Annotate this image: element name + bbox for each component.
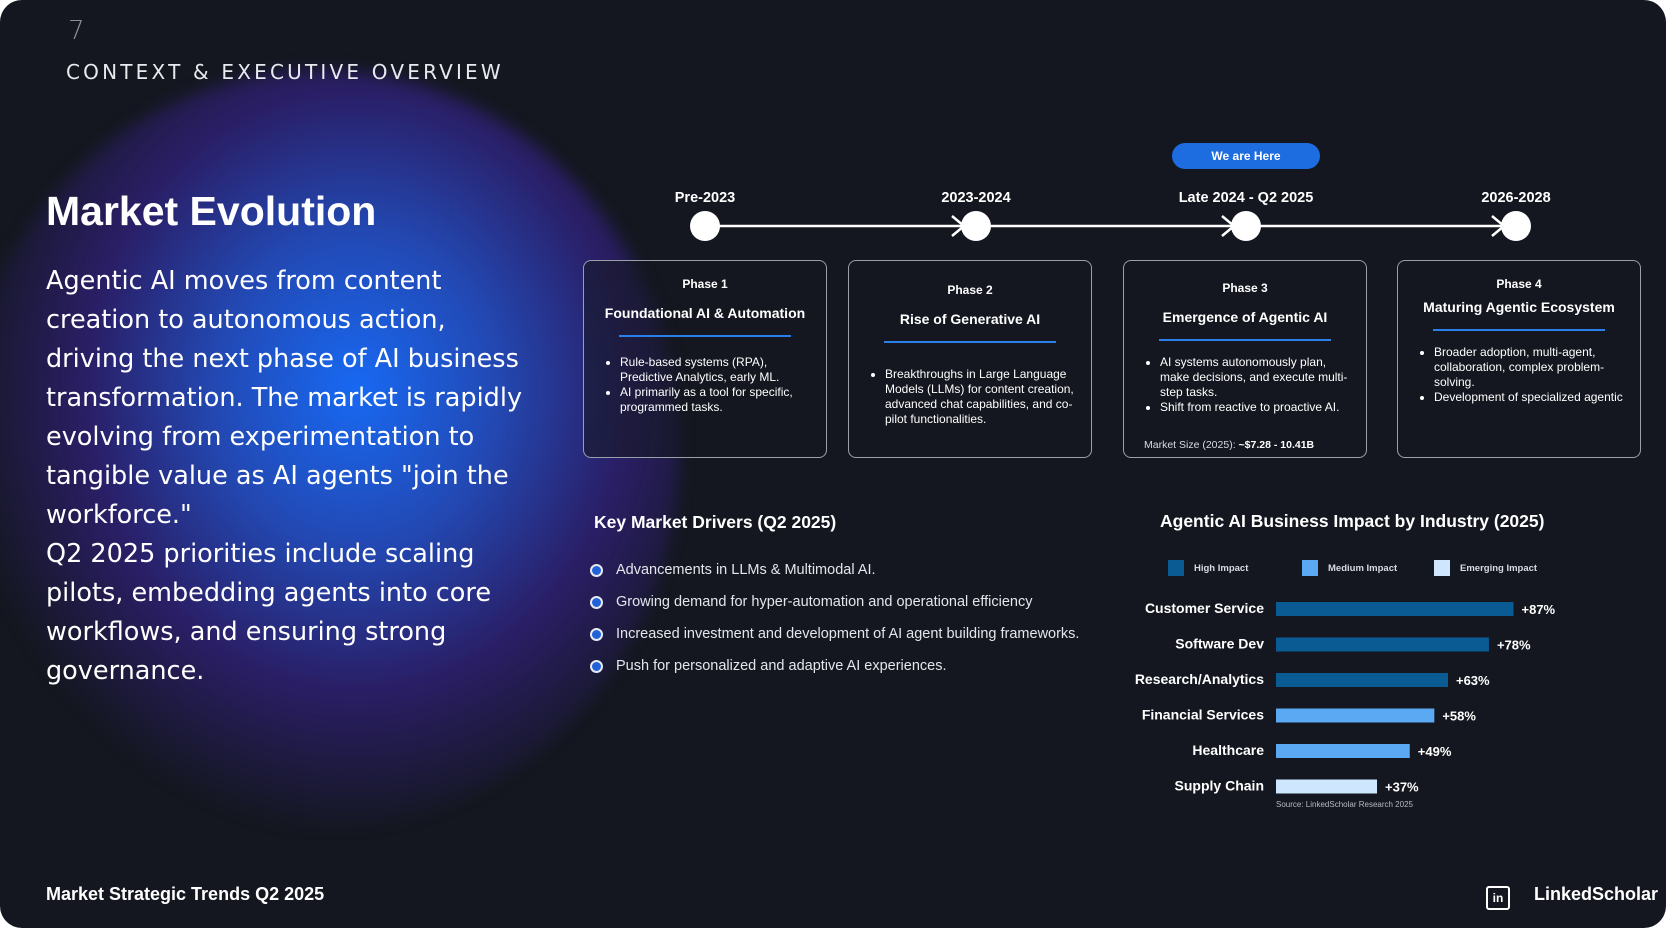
bar [1276,708,1435,723]
value-label: +58% [1442,709,1476,724]
bullet-item: Broader adoption, multi-agent, collabora… [1434,345,1628,390]
timeline-node [1231,211,1261,241]
phase-bullets: AI systems autonomously plan, make decis… [1146,355,1354,415]
legend-label: Emerging Impact [1460,562,1538,574]
phase-card-4: Phase 4 Maturing Agentic Ecosystem Broad… [1397,260,1641,458]
legend-label: High Impact [1194,562,1249,574]
bullet-item: Breakthroughs in Large Language Models (… [885,367,1079,427]
period-label: Pre-2023 [674,190,736,206]
phase-bullets: Rule-based systems (RPA), Predictive Ana… [606,355,814,415]
chart-source: Source: LinkedScholar Research 2025 [1276,800,1413,809]
category-label: Customer Service [1145,600,1264,616]
divider [884,341,1056,343]
value-label: +87% [1522,602,1556,617]
timeline-track [690,211,1531,241]
legend-item-medium: Medium Impact [1302,560,1397,576]
phase-bullets: Breakthroughs in Large Language Models (… [871,367,1079,427]
bullet-item: AI primarily as a tool for specific, pro… [620,385,814,415]
bullet-item: Development of specialized agentic [1434,390,1628,405]
legend-swatch [1168,560,1184,576]
intro-paragraph-2: Q2 2025 priorities include scaling pilot… [46,539,492,686]
phase-card-3: Phase 3 Emergence of Agentic AI AI syste… [1123,260,1367,458]
legend-item-emerging: Emerging Impact [1434,560,1537,576]
chart-title: Agentic AI Business Impact by Industry (… [1160,511,1545,531]
phase-label: Phase 1 [682,277,728,291]
category-label: Supply Chain [1175,778,1264,794]
bullet-item: Rule-based systems (RPA), Predictive Ana… [620,355,814,385]
phase-label: Phase 4 [1496,277,1542,291]
divider [1159,339,1331,341]
timeline-node [1501,211,1531,241]
driver-text: Advancements in LLMs & Multimodal AI. [616,562,876,578]
bar [1276,602,1514,616]
timeline: We are Here Pre-2023 2023-2024 Late 2024… [560,140,1660,470]
divider [1433,329,1605,331]
driver-text: Increased investment and development of … [616,626,1080,642]
period-label: 2026-2028 [1481,190,1551,206]
legend-label: Medium Impact [1328,562,1398,574]
category-label: Software Dev [1175,636,1264,652]
value-label: +49% [1418,744,1452,759]
phase-card-1: Phase 1 Foundational AI & Automation Rul… [583,260,827,458]
page-number: 7 [68,16,85,46]
brand-name: LinkedScholar [1534,884,1659,904]
radio-bullet-icon [590,595,603,609]
legend-swatch [1434,560,1450,576]
linkedin-icon: in [1486,886,1510,910]
footer-title: Market Strategic Trends Q2 2025 [46,884,325,904]
category-label: Healthcare [1192,742,1264,758]
driver-item: Increased investment and development of … [590,623,1079,645]
bar [1276,779,1378,794]
timeline-node [961,211,991,241]
market-size: Market Size (2025): ~$7.28 - 10.41B [1144,439,1314,451]
market-size-value: ~$7.28 - 10.41B [1238,439,1315,451]
driver-item: Growing demand for hyper-automation and … [590,591,1032,613]
bullet-item: AI systems autonomously plan, make decis… [1160,355,1354,400]
market-size-label: Market Size (2025): [1144,439,1236,451]
intro-text: Agentic AI moves from content creation t… [46,262,536,691]
driver-item: Push for personalized and adaptive AI ex… [590,655,947,677]
driver-text: Push for personalized and adaptive AI ex… [616,658,947,674]
bullet-item: Shift from reactive to proactive AI. [1160,400,1354,415]
period-label: 2023-2024 [941,190,1011,206]
category-label: Research/Analytics [1135,671,1264,687]
drivers-title: Key Market Drivers (Q2 2025) [594,512,837,532]
value-label: +78% [1497,638,1531,653]
we-are-here-badge: We are Here [1172,143,1320,169]
phase-label: Phase 2 [947,283,993,297]
period-label: Late 2024 - Q2 2025 [1178,190,1314,206]
legend-swatch [1302,560,1318,576]
driver-text: Growing demand for hyper-automation and … [616,594,1033,610]
phase-name: Emergence of Agentic AI [1162,309,1328,325]
phase-name: Foundational AI & Automation [604,305,806,321]
impact-bar-chart: Customer Service +87% Software Dev +78% Rese… [1135,600,1556,795]
category-label: Financial Services [1142,707,1264,723]
value-label: +63% [1456,673,1490,688]
legend-item-high: High Impact [1168,560,1248,576]
driver-item: Advancements in LLMs & Multimodal AI. [590,559,876,581]
timeline-node [690,211,720,241]
radio-bullet-icon [590,563,603,577]
value-label: +37% [1385,780,1419,795]
phase-bullets: Broader adoption, multi-agent, collabora… [1420,345,1628,405]
radio-bullet-icon [590,659,603,673]
radio-bullet-icon [590,627,603,641]
page-title: Market Evolution [46,188,377,234]
divider [619,335,791,337]
phase-card-2: Phase 2 Rise of Generative AI Breakthrou… [848,260,1092,458]
phase-name: Rise of Generative AI [899,311,1041,327]
phase-label: Phase 3 [1222,281,1268,295]
intro-paragraph-1: Agentic AI moves from content creation t… [46,266,523,530]
bar [1276,744,1410,758]
phase-name: Maturing Agentic Ecosystem [1423,299,1615,315]
bar [1276,673,1448,687]
section-title: CONTEXT & EXECUTIVE OVERVIEW [66,60,504,84]
background-glow [0,70,680,830]
bar [1276,637,1489,652]
